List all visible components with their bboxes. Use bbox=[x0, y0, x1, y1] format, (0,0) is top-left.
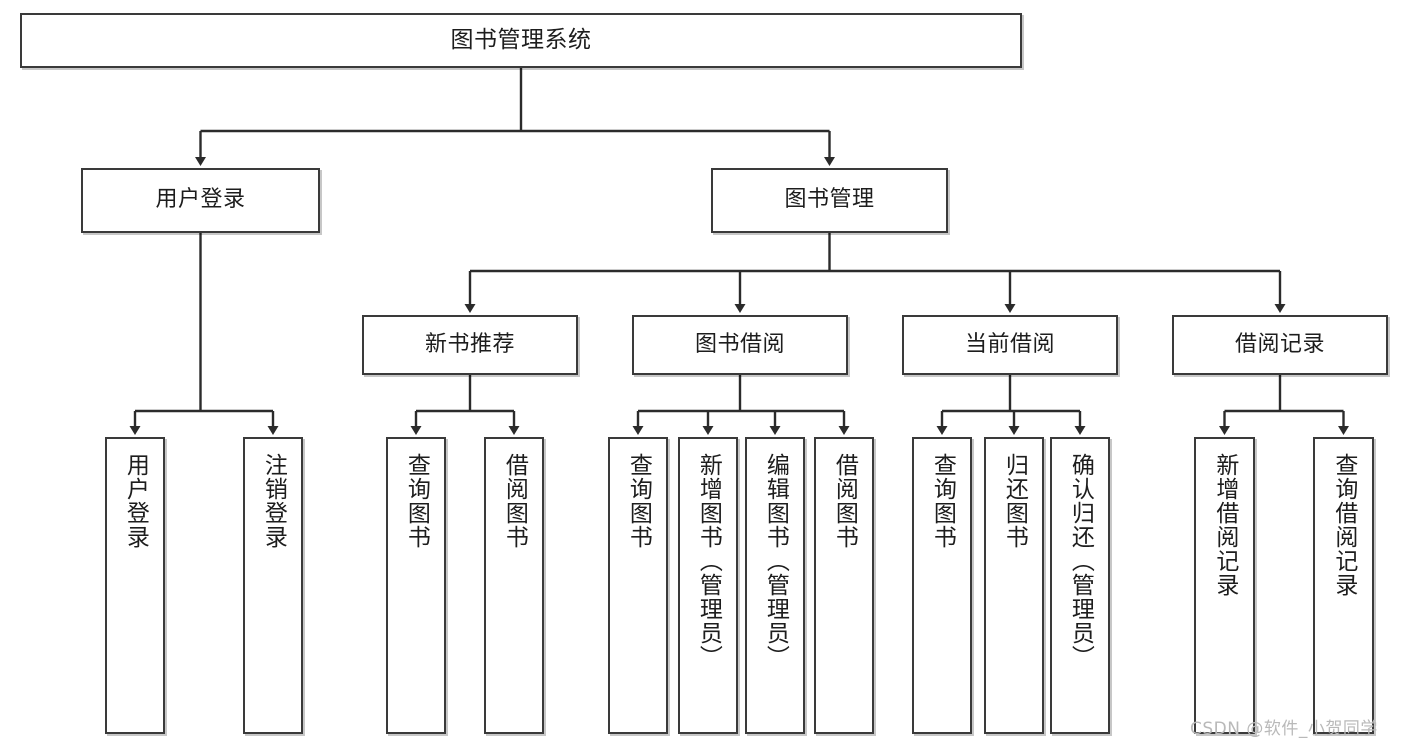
node-label: 注销登录 bbox=[260, 453, 287, 549]
node-label: 图书管理系统 bbox=[450, 26, 592, 53]
node-leaf-edit-book[interactable]: 编辑图书（管理员） bbox=[745, 437, 805, 734]
node-leaf-logout[interactable]: 注销登录 bbox=[243, 437, 303, 734]
node-label: 图书管理 bbox=[784, 187, 875, 213]
node-label: 查询图书 bbox=[929, 453, 956, 549]
node-leaf-return-book[interactable]: 归还图书 bbox=[984, 437, 1044, 734]
node-label: 新增图书（管理员） bbox=[695, 453, 722, 669]
node-user-login[interactable]: 用户登录 bbox=[81, 168, 320, 233]
node-leaf-user-login[interactable]: 用户登录 bbox=[105, 437, 165, 734]
node-label: 借阅记录 bbox=[1234, 331, 1325, 357]
node-leaf-query-record[interactable]: 查询借阅记录 bbox=[1313, 437, 1374, 734]
node-label: 查询图书 bbox=[625, 453, 652, 549]
node-label: 借阅图书 bbox=[831, 453, 858, 549]
node-label: 归还图书 bbox=[1001, 453, 1028, 549]
node-label: 新增借阅记录 bbox=[1211, 453, 1238, 597]
node-borrow-record[interactable]: 借阅记录 bbox=[1172, 315, 1388, 375]
node-label: 查询图书 bbox=[403, 453, 430, 549]
node-current-borrow[interactable]: 当前借阅 bbox=[902, 315, 1118, 375]
node-label: 用户登录 bbox=[155, 187, 246, 213]
node-leaf-query-book-1[interactable]: 查询图书 bbox=[386, 437, 446, 734]
node-label: 用户登录 bbox=[122, 453, 149, 549]
node-leaf-add-book[interactable]: 新增图书（管理员） bbox=[678, 437, 738, 734]
node-label: 编辑图书（管理员） bbox=[762, 453, 789, 669]
node-label: 当前借阅 bbox=[964, 331, 1055, 357]
node-leaf-confirm-return[interactable]: 确认归还（管理员） bbox=[1050, 437, 1110, 734]
node-label: 借阅图书 bbox=[501, 453, 528, 549]
node-label: 确认归还（管理员） bbox=[1067, 453, 1094, 669]
node-book-borrow[interactable]: 图书借阅 bbox=[632, 315, 848, 375]
node-label: 图书借阅 bbox=[694, 331, 785, 357]
node-label: 查询借阅记录 bbox=[1330, 453, 1357, 597]
node-label: 新书推荐 bbox=[424, 331, 515, 357]
node-root[interactable]: 图书管理系统 bbox=[20, 13, 1022, 68]
node-new-book-recommend[interactable]: 新书推荐 bbox=[362, 315, 578, 375]
node-leaf-query-book-3[interactable]: 查询图书 bbox=[912, 437, 972, 734]
node-leaf-add-record[interactable]: 新增借阅记录 bbox=[1194, 437, 1255, 734]
node-leaf-query-book-2[interactable]: 查询图书 bbox=[608, 437, 668, 734]
node-leaf-borrow-book-2[interactable]: 借阅图书 bbox=[814, 437, 874, 734]
node-book-manage[interactable]: 图书管理 bbox=[711, 168, 948, 233]
node-leaf-borrow-book-1[interactable]: 借阅图书 bbox=[484, 437, 544, 734]
watermark-label: CSDN @软件_小贺同学 bbox=[1190, 719, 1378, 739]
